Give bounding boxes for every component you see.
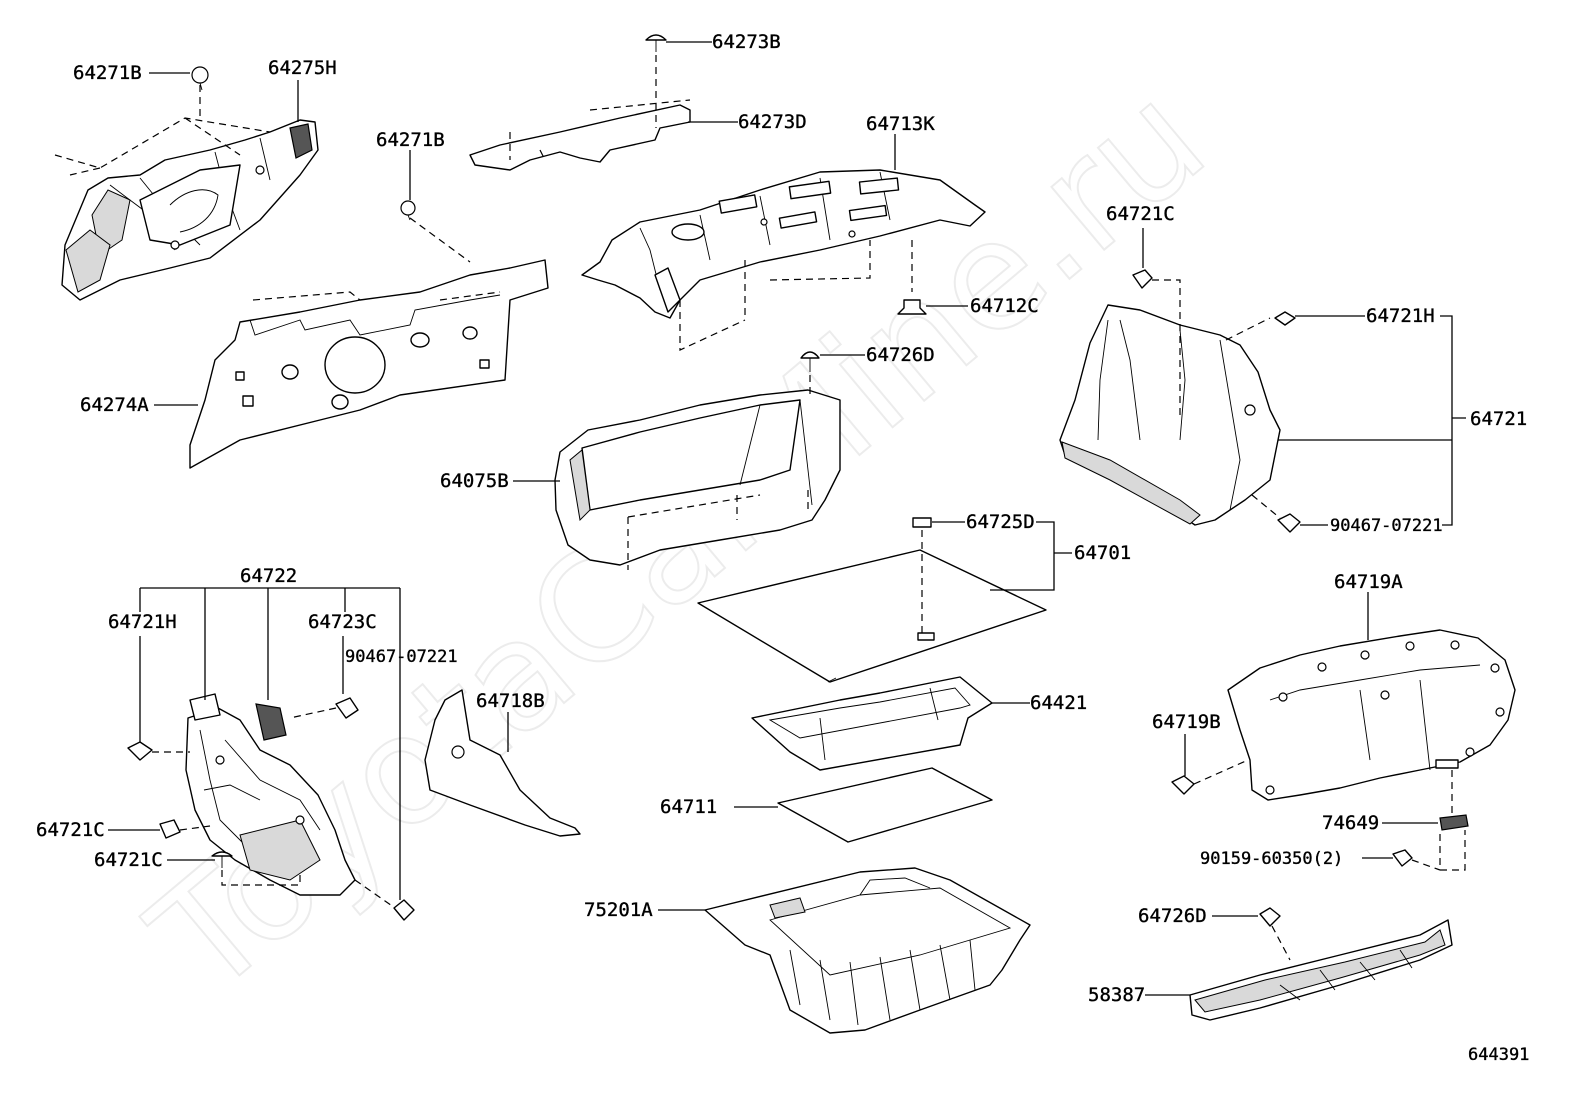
panel-64273D [469,104,691,171]
label-90467-07221-right: 90467-07221 [1330,516,1443,536]
label-64721C-left-a: 64721C [36,819,105,841]
label-64713K: 64713K [866,113,935,135]
label-64275H: 64275H [268,57,337,79]
label-64075B: 64075B [440,470,509,492]
panel-64711 [777,767,993,843]
panel-64701 [697,517,1047,683]
panel-64075B [554,389,841,566]
label-64718B: 64718B [476,690,545,712]
label-58387: 58387 [1088,984,1145,1006]
label-64271B-top: 64271B [73,62,142,84]
panel-64721 [1059,304,1281,526]
label-64719A: 64719A [1334,571,1403,593]
label-64271B-mid: 64271B [376,129,445,151]
label-64711: 64711 [660,796,717,818]
label-64726D-top: 64726D [866,344,935,366]
label-64721H-left: 64721H [108,611,177,633]
label-74649: 74649 [1322,812,1379,834]
label-64722: 64722 [240,565,297,587]
panel-64713K [581,169,986,319]
panel-58387 [1189,919,1453,1021]
label-64274A: 64274A [80,394,149,416]
panel-64421 [751,676,993,771]
label-90467-07221-left: 90467-07221 [345,647,458,667]
panel-64274A [189,259,549,469]
panel-64719A [1227,629,1516,801]
diagram-number: 644391 [1468,1045,1529,1065]
label-64721: 64721 [1470,408,1527,430]
label-64721C-left-b: 64721C [94,849,163,871]
panel-75201A [704,867,1031,1034]
label-75201A: 75201A [584,899,653,921]
label-64719B: 64719B [1152,711,1221,733]
label-64725D: 64725D [966,511,1035,533]
label-64721C-right: 64721C [1106,203,1175,225]
label-64712C: 64712C [970,295,1039,317]
label-64421: 64421 [1030,692,1087,714]
panel-64722 [185,703,356,896]
panel-64275H [61,119,319,301]
label-64701: 64701 [1074,542,1131,564]
label-90159-60350: 90159-60350(2) [1200,849,1343,869]
label-64273D: 64273D [738,111,807,133]
label-64273B: 64273B [712,31,781,53]
label-64726D-bottom: 64726D [1138,905,1207,927]
label-64723C: 64723C [308,611,377,633]
label-64721H-right: 64721H [1366,305,1435,327]
